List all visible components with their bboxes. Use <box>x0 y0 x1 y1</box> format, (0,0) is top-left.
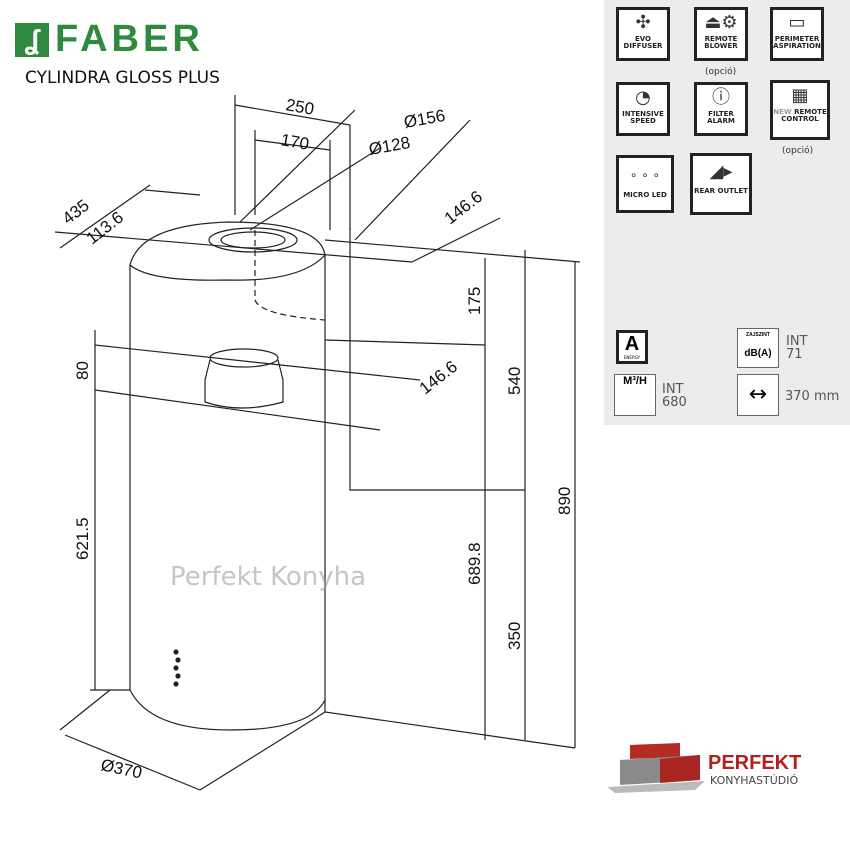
remote-icon: ▦ <box>791 85 809 106</box>
dim-156: Ø156 <box>402 106 446 132</box>
dim-350: 350 <box>505 622 524 650</box>
fan-icon: ✣ <box>635 12 651 33</box>
feature-rear-outlet: ◢▸REAR OUTLET <box>690 153 752 215</box>
width-arrow-icon: ↔ <box>737 374 779 416</box>
dim-250: 250 <box>284 95 315 119</box>
faber-logo-text: FABER <box>55 18 204 60</box>
dim-540: 540 <box>505 367 524 395</box>
dim-890: 890 <box>555 487 574 515</box>
feature-panel: ✣EVO DIFFUSER ⏏⚙REMOTE BLOWER (opció) ▭P… <box>604 0 850 425</box>
dim-370: Ø370 <box>99 755 144 782</box>
remote-blower-note: (opció) <box>705 67 737 77</box>
dim-621-5: 621.5 <box>73 517 92 560</box>
led-dots <box>173 649 181 687</box>
inner-spigot <box>204 359 284 409</box>
watermark: Perfekt Konyha <box>170 562 367 592</box>
feature-micro-led: ∘ ∘ ∘MICRO LED <box>616 155 674 213</box>
dim-80: 80 <box>73 361 92 380</box>
width-value: 370 mm <box>785 389 840 404</box>
rear-outlet-icon: ◢▸ <box>709 161 733 182</box>
feature-evo-diffuser: ✣EVO DIFFUSER <box>616 7 670 61</box>
cylinder-body <box>129 255 326 731</box>
remote-control-note: (opció) <box>782 146 814 156</box>
dim-146-6-top: 146.6 <box>441 187 486 228</box>
dim-689-8: 689.8 <box>465 542 484 585</box>
perfekt-logo-graphic <box>607 743 705 793</box>
dim-146-6-mid: 146.6 <box>416 357 461 398</box>
perfekt-logo-subtitle: KONYHASTÚDIÓ <box>710 774 799 787</box>
technical-drawing: 250 170 Ø156 Ø128 435 113.6 146.6 175 54… <box>54 95 581 791</box>
dim-175: 175 <box>465 287 484 315</box>
led-dots-icon: ∘ ∘ ∘ <box>629 168 661 182</box>
new-badge: NEW <box>773 108 792 116</box>
feature-remote-control: ▦NEW REMOTE CONTROL <box>770 80 830 140</box>
dim-labels: 250 170 Ø156 Ø128 435 113.6 146.6 175 54… <box>59 95 574 782</box>
wall <box>324 228 576 749</box>
dim-170: 170 <box>279 130 310 154</box>
perimeter-icon: ▭ <box>788 12 806 33</box>
hood-gear-icon: ⏏⚙ <box>704 12 738 33</box>
speed-gauge-icon: ◔ <box>635 87 651 108</box>
feature-remote-blower: ⏏⚙REMOTE BLOWER <box>694 7 748 61</box>
airflow-badge: M³/H <box>614 374 656 416</box>
dim-128: Ø128 <box>367 133 411 159</box>
perfekt-logo-title: PERFEKT <box>708 752 802 774</box>
alert-icon: ⓘ <box>712 87 730 108</box>
faber-logo-mark: ʆ <box>15 22 49 57</box>
model-name: CYLINDRA GLOSS PLUS <box>25 68 220 88</box>
feature-perimeter-aspiration: ▭PERIMETER ASPIRATION <box>770 7 824 61</box>
dim-113-6: 113.6 <box>83 208 127 248</box>
feature-intensive-speed: ◔INTENSIVE SPEED <box>616 82 670 136</box>
dim-435: 435 <box>59 196 93 228</box>
faber-logo: ʆ FABER <box>15 18 204 61</box>
